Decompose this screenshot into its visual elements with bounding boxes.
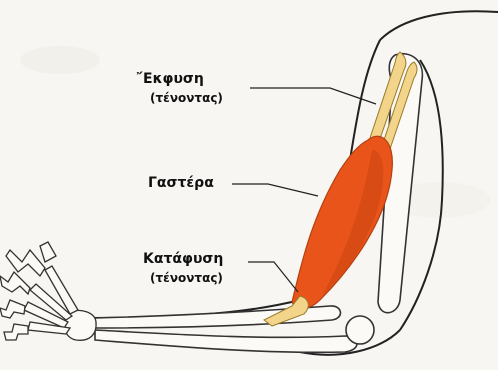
finger-phalanges-3	[0, 300, 25, 318]
origin-label: ῎Εκφυση	[136, 72, 204, 86]
ulna-bone	[95, 330, 357, 352]
insertion-note: (τένοντας)	[150, 272, 223, 284]
leader-belly	[232, 184, 318, 196]
origin-note: (τένοντας)	[150, 92, 223, 104]
leader-origin	[250, 88, 376, 104]
finger-phalanges-1	[6, 250, 45, 276]
thumb-phalanges	[40, 242, 56, 262]
finger-phalanges-2	[0, 272, 30, 294]
hand-skeleton	[0, 242, 96, 340]
insertion-label: Κατάφυση	[143, 252, 223, 266]
leader-insertion	[248, 262, 298, 292]
elbow-joint	[346, 316, 374, 344]
finger-phalanges-4	[4, 324, 28, 340]
shoulder-contour	[380, 11, 498, 40]
belly-label: Γαστέρα	[148, 176, 214, 190]
